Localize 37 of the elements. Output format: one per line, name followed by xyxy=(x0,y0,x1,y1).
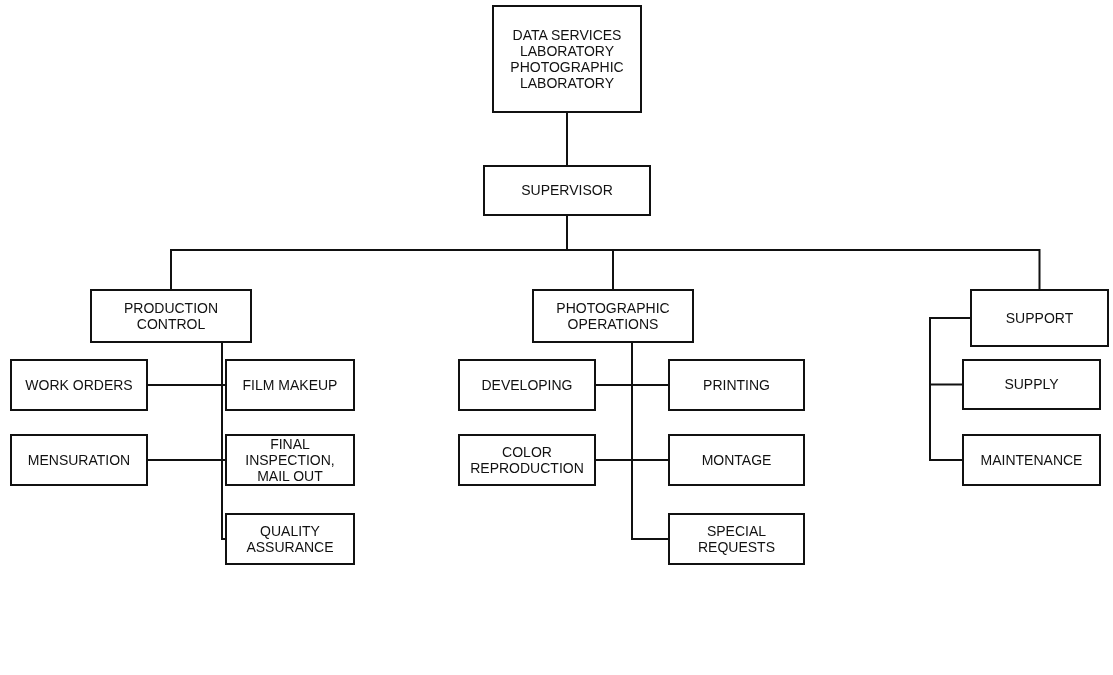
org-box xyxy=(668,359,805,411)
org-box xyxy=(970,289,1109,347)
org-box xyxy=(458,434,596,486)
box-label: SUPERVISOR xyxy=(521,182,613,199)
connector-line xyxy=(929,317,971,461)
org-box xyxy=(962,434,1101,486)
box-label: MENSURATION xyxy=(27,451,131,469)
org-box xyxy=(225,513,355,565)
org-box xyxy=(10,434,148,486)
box-label: MAINTENANCE xyxy=(980,451,1083,469)
org-box xyxy=(483,165,651,216)
box-label: MONTAGE xyxy=(701,451,772,469)
org-box xyxy=(10,359,148,411)
org-box xyxy=(90,289,252,343)
box-label: SUPPORT xyxy=(1005,309,1074,327)
org-box xyxy=(225,359,355,411)
org-box xyxy=(668,513,805,565)
box-label: DEVELOPING xyxy=(481,376,573,394)
box-label: QUALITY ASSURANCE xyxy=(245,522,335,556)
box-label: FILM MAKEUP xyxy=(242,376,338,394)
box-label: DATA SERVICES LABORATORY PHOTOGRAPHIC LABORATORY xyxy=(509,26,625,92)
box-label: SPECIAL REQUESTS xyxy=(697,522,776,556)
org-box xyxy=(962,359,1101,410)
org-box xyxy=(492,5,642,113)
box-label: COLOR REPRODUCTION xyxy=(469,443,585,477)
org-box xyxy=(225,434,355,486)
box-label: PRODUCTION CONTROL xyxy=(122,299,220,333)
connector-line xyxy=(631,342,669,540)
box-label: FINAL INSPECTION, MAIL OUT xyxy=(244,435,336,485)
box-label: PRINTING xyxy=(703,376,770,394)
org-box xyxy=(532,289,694,343)
org-box xyxy=(668,434,805,486)
box-label: PHOTOGRAPHIC OPERATIONS xyxy=(555,299,671,333)
org-box xyxy=(458,359,596,411)
box-label: SUPPLY xyxy=(1004,376,1059,393)
connector-line xyxy=(566,112,568,166)
box-label: WORK ORDERS xyxy=(25,376,133,394)
